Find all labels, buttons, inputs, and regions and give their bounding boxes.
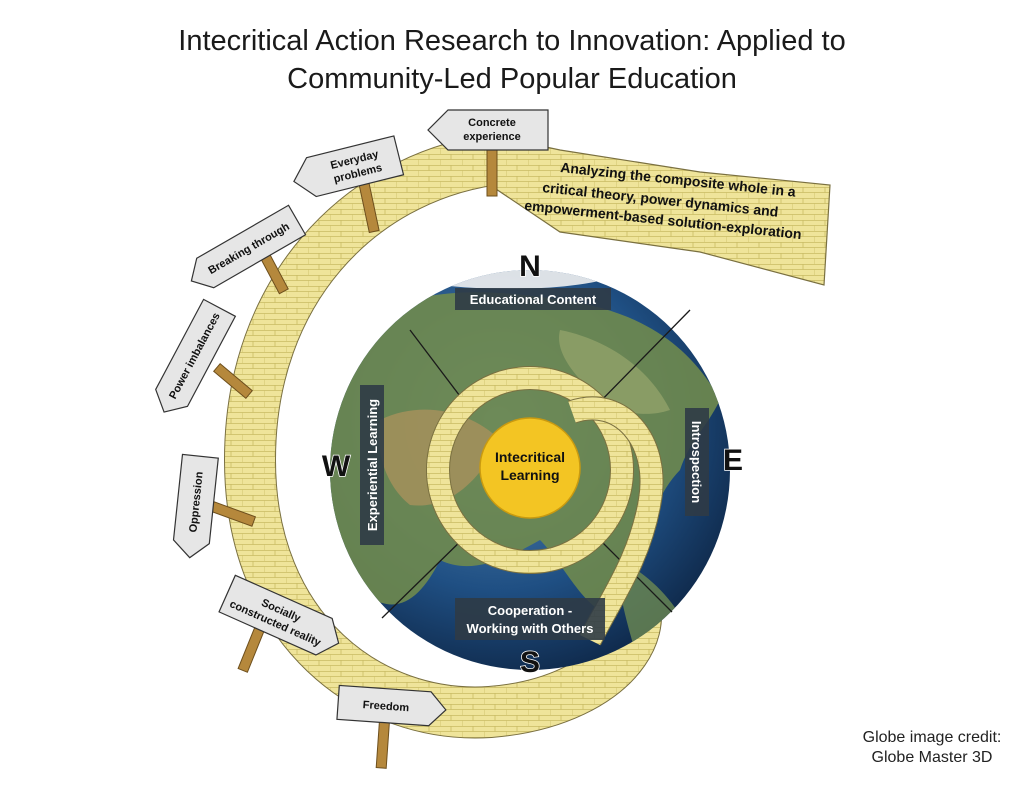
signpost-oppression: Oppression <box>172 453 257 559</box>
svg-text:Freedom: Freedom <box>362 699 409 714</box>
compass-west: W <box>322 450 351 483</box>
svg-text:Experiential Learning: Experiential Learning <box>365 399 380 531</box>
image-credit: Globe image credit: Globe Master 3D <box>840 728 1024 768</box>
title-line-1: Intecritical Action Research to Innovati… <box>178 25 846 57</box>
center-line-2: Learning <box>500 467 559 483</box>
svg-text:Introspection: Introspection <box>689 421 704 503</box>
svg-text:experience: experience <box>463 131 520 143</box>
credit-line-1: Globe image credit: <box>862 729 1002 746</box>
center-circle: Intecritical Learning <box>479 417 581 519</box>
compass-east: E <box>723 444 743 477</box>
svg-text:Working with Others: Working with Others <box>467 621 594 636</box>
label-experiential-learning: Experiential Learning <box>360 385 384 545</box>
signpost-everyday-problems: Everyday problems <box>293 135 405 234</box>
label-cooperation: Cooperation - Working with Others <box>455 598 605 640</box>
label-educational-content: Educational Content <box>455 288 611 310</box>
title-line-2: Community-Led Popular Education <box>287 63 737 95</box>
diagram-title: Intecritical Action Research to Innovati… <box>0 22 1024 98</box>
svg-text:Concrete: Concrete <box>468 117 516 129</box>
svg-text:Educational Content: Educational Content <box>470 292 597 307</box>
svg-text:Cooperation -: Cooperation - <box>488 603 573 618</box>
signpost-concrete-experience: Concrete experience <box>427 109 549 197</box>
credit-line-2: Globe Master 3D <box>871 749 993 766</box>
label-introspection: Introspection <box>685 408 709 516</box>
compass-south: S <box>520 646 540 679</box>
signpost-freedom: Freedom <box>336 684 447 769</box>
compass-north: N <box>519 250 541 283</box>
inner-spiral <box>426 366 664 646</box>
center-line-1: Intecritical <box>495 449 565 465</box>
